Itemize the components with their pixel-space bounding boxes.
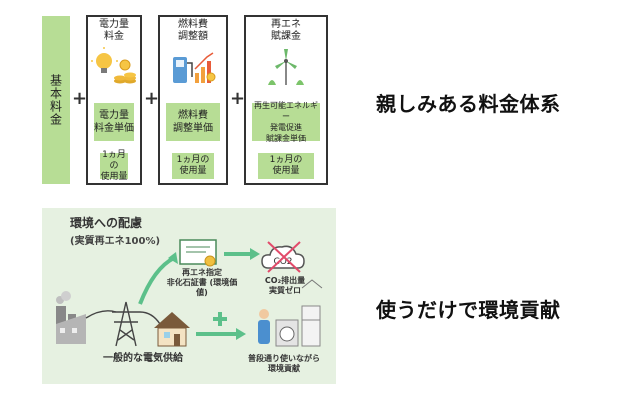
column-title: 再エネ 賦課金 xyxy=(246,19,326,43)
usage-line: 使用量 xyxy=(179,166,207,176)
home-appliances-icon xyxy=(258,279,323,347)
energy-charge-column: 電力量 料金 電力量 料金単価 × 1ヵ月の 使用量 xyxy=(86,15,142,185)
transmission-tower-icon xyxy=(85,301,161,347)
house-icon xyxy=(154,312,190,347)
certificate-icon xyxy=(179,239,217,267)
usage-line: 使用量 xyxy=(272,166,300,176)
label-line: 普段通り使いながら xyxy=(248,354,320,363)
renewable-surcharge-column: 再エネ 賦課金 再生可能エネルギー 発電促進 賦課金単価 × 1ヵ月の 使用量 xyxy=(244,15,328,185)
monthly-usage: 1ヵ月の 使用量 xyxy=(172,153,214,179)
arrow-to-certificate xyxy=(138,256,175,305)
unit-price-line: 燃料費 xyxy=(178,110,208,121)
energy-unit-price: 電力量 料金単価 xyxy=(94,103,134,141)
label-line: 再エネ指定 xyxy=(182,268,222,277)
co2-symbol: CO2 xyxy=(273,257,292,267)
unit-price-line: 賦課金単価 xyxy=(266,134,306,143)
environment-subtitle: (実質再エネ100%) xyxy=(70,236,161,247)
unit-price-line: 発電促進 xyxy=(270,123,302,132)
column-title-line: 料金 xyxy=(104,31,124,42)
monthly-usage: 1ヵ月の 使用量 xyxy=(258,153,314,179)
green-plus-icon xyxy=(213,312,227,326)
unit-price-line: 再生可能エネルギー xyxy=(254,101,318,121)
unit-price-line: 調整単価 xyxy=(173,123,213,134)
lightbulb-coins-icon xyxy=(91,47,136,84)
monthly-usage: 1ヵ月の 使用量 xyxy=(100,149,128,182)
label-line: 非化石証書 (環境価値) xyxy=(166,278,238,297)
plus-sign-3: + xyxy=(230,88,246,109)
plus-sign-2: + xyxy=(144,88,160,109)
basic-fee-block: 基本料金 xyxy=(42,16,70,184)
column-title-line: 再エネ xyxy=(271,19,301,30)
power-supply-label: 一般的な電気供給 xyxy=(103,353,183,364)
column-title-line: 調整額 xyxy=(178,31,208,42)
usage-line: 1ヵ月の xyxy=(176,155,210,165)
co2-cloud-icon: CO2 xyxy=(261,241,305,273)
arrow-head xyxy=(236,328,246,340)
usage-line: 1ヵ月の xyxy=(269,155,303,165)
pricing-heading: 親しみある料金体系 xyxy=(376,92,561,116)
label-line: 環境貢献 xyxy=(268,364,300,373)
certificate-label: 再エネ指定 非化石証書 (環境価値) xyxy=(164,268,240,298)
environment-panel: 環境への配慮 (実質再エネ100%) CO2 xyxy=(42,208,336,384)
arrow-head xyxy=(250,248,260,260)
environment-illustration: CO2 xyxy=(56,239,323,347)
environment-title: 環境への配慮 xyxy=(70,216,143,230)
column-title: 燃料費 調整額 xyxy=(160,19,226,43)
label-line: 実質ゼロ xyxy=(269,286,301,295)
unit-price-line: 電力量 xyxy=(99,110,129,121)
basic-fee-label: 基本料金 xyxy=(48,74,63,126)
unit-price-line: 料金単価 xyxy=(94,123,134,134)
column-title-line: 賦課金 xyxy=(271,31,301,42)
environment-heading: 使うだけで環境貢献 xyxy=(376,298,561,322)
arrow-head xyxy=(168,252,178,264)
label-line: CO₂排出量 xyxy=(264,276,306,285)
fuel-pump-chart-icon xyxy=(173,52,216,83)
wind-turbine-icon xyxy=(268,49,304,85)
usage-line: 使用量 xyxy=(100,171,128,182)
column-title-line: 燃料費 xyxy=(178,19,208,30)
column-title: 電力量 料金 xyxy=(88,19,140,43)
fuel-unit-price: 燃料費 調整単価 xyxy=(166,103,220,141)
fuel-adjustment-column: 燃料費 調整額 燃料費 調整単価 × 1ヵ月の 使用量 xyxy=(158,15,228,185)
plus-sign-1: + xyxy=(72,88,88,109)
co2-label: CO₂排出量 実質ゼロ xyxy=(256,276,314,296)
home-contribution-label: 普段通り使いながら 環境貢献 xyxy=(238,354,330,374)
renewable-unit-price: 再生可能エネルギー 発電促進 賦課金単価 xyxy=(252,101,320,143)
power-plant-icon xyxy=(56,291,86,344)
column-title-line: 電力量 xyxy=(99,19,129,30)
usage-line: 1ヵ月の xyxy=(102,149,126,171)
